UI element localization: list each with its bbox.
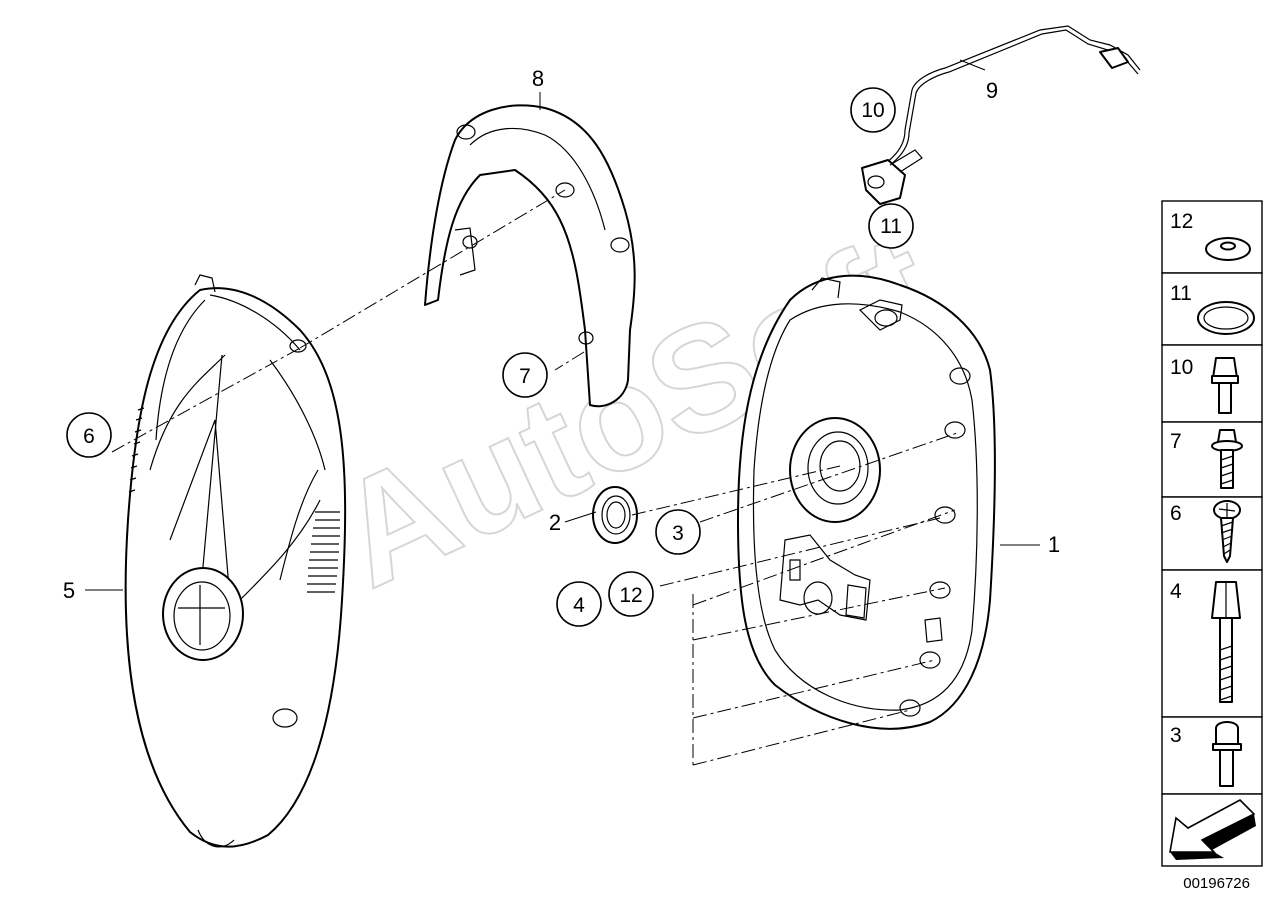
svg-text:7: 7 bbox=[519, 365, 531, 388]
part-5-outer-cover bbox=[124, 274, 347, 848]
legend-item-12: 12 bbox=[1161, 200, 1263, 274]
washer-icon bbox=[1205, 237, 1251, 261]
legend-item-6: 6 bbox=[1161, 496, 1263, 571]
callout-2: 2 bbox=[549, 510, 561, 535]
callout-8: 8 bbox=[532, 66, 544, 91]
torx-bolt-icon bbox=[1212, 721, 1242, 787]
svg-text:3: 3 bbox=[672, 522, 684, 545]
legend-item-3: 3 bbox=[1161, 716, 1263, 795]
assembly-lines bbox=[111, 189, 961, 766]
legend-item-7: 7 bbox=[1161, 421, 1263, 498]
part-9-sensor-cable bbox=[861, 25, 1141, 228]
svg-text:4: 4 bbox=[1170, 580, 1182, 603]
svg-text:10: 10 bbox=[861, 99, 884, 122]
hex-bolt-icon bbox=[1211, 357, 1239, 414]
callout-6: 6 bbox=[66, 412, 112, 458]
svg-text:11: 11 bbox=[1170, 282, 1192, 305]
callout-10: 10 bbox=[850, 87, 896, 133]
part-8-chain-guide bbox=[424, 104, 636, 408]
callout-1: 1 bbox=[1048, 532, 1060, 557]
callout-9: 9 bbox=[986, 78, 998, 103]
leader-lines bbox=[85, 59, 1040, 591]
svg-text:7: 7 bbox=[1170, 430, 1182, 453]
legend-item-4: 4 bbox=[1161, 569, 1263, 718]
callout-7: 7 bbox=[502, 352, 548, 398]
parts-legend: 12 11 10 7 bbox=[1161, 200, 1263, 867]
callout-4: 4 bbox=[556, 581, 602, 627]
tapping-screw-icon bbox=[1213, 500, 1241, 563]
callout-3: 3 bbox=[655, 509, 701, 555]
svg-text:12: 12 bbox=[619, 584, 642, 607]
part-1-inner-cover bbox=[737, 274, 996, 730]
svg-text:11: 11 bbox=[880, 215, 902, 238]
collar-bolt-icon bbox=[1211, 429, 1243, 489]
legend-item-11: 11 bbox=[1161, 272, 1263, 346]
stud-bolt-icon bbox=[1211, 581, 1241, 703]
arrow-left-down-icon bbox=[1169, 799, 1256, 860]
svg-text:10: 10 bbox=[1170, 356, 1193, 379]
reference-number: 00196726 bbox=[1183, 875, 1250, 892]
svg-text:12: 12 bbox=[1170, 210, 1193, 233]
callout-11: 11 bbox=[868, 203, 914, 249]
svg-text:6: 6 bbox=[83, 425, 95, 448]
svg-text:6: 6 bbox=[1170, 502, 1182, 525]
legend-item-10: 10 bbox=[1161, 344, 1263, 423]
part-2-radial-seal bbox=[592, 486, 638, 544]
svg-text:4: 4 bbox=[573, 594, 585, 617]
svg-text:3: 3 bbox=[1170, 724, 1182, 747]
callout-5: 5 bbox=[63, 578, 75, 603]
legend-direction bbox=[1161, 793, 1263, 867]
callout-12: 12 bbox=[608, 571, 654, 617]
o-ring-icon bbox=[1197, 301, 1255, 335]
